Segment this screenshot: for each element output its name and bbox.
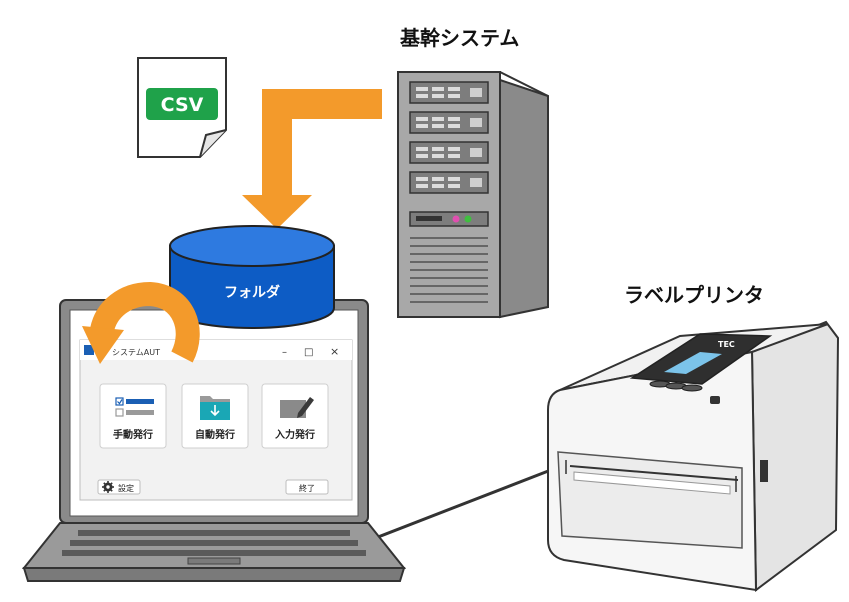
csv-label: CSV: [161, 94, 204, 116]
input-issue-button[interactable]: 入力発行: [261, 383, 329, 449]
edit-pen-icon: [280, 397, 314, 418]
manual-issue-button[interactable]: 手動発行: [99, 383, 167, 449]
gear-icon: [102, 481, 114, 493]
lcd-screen: [664, 352, 722, 374]
core-system-label: 基幹システム: [400, 26, 520, 50]
csv-badge: [146, 88, 218, 120]
label-printer-label: ラベルプリンタ: [624, 283, 764, 307]
window-title: システムAUT: [112, 348, 160, 357]
server-tower-icon: [397, 71, 549, 319]
list-icon: [115, 397, 154, 417]
exit-button[interactable]: 終了: [285, 479, 329, 495]
csv-file-icon: CSV: [137, 57, 227, 158]
folder-to-app-arrow: [82, 281, 200, 364]
folder-download-icon: [200, 396, 230, 420]
folder-database-icon: フォルダ: [169, 225, 335, 329]
auto-issue-button[interactable]: 自動発行: [181, 383, 249, 449]
app-logo-icon: [84, 345, 94, 355]
close-button[interactable]: ×: [330, 345, 339, 358]
printer-cable: [377, 466, 557, 539]
minimize-button[interactable]: –: [282, 347, 287, 358]
app-window: システムAUT – □ × 手動発行 自動発行: [79, 339, 353, 501]
settings-button[interactable]: 設定: [97, 479, 141, 495]
label-printer-icon: TEC: [547, 320, 840, 592]
server-to-folder-arrow: [242, 89, 382, 229]
printer-logo: TEC: [718, 340, 735, 349]
folder-label: フォルダ: [224, 284, 280, 301]
power-button: [710, 396, 720, 404]
manual-issue-label: 手動発行: [113, 428, 153, 441]
exit-label: 終了: [299, 483, 315, 493]
settings-label: 設定: [118, 483, 134, 493]
auto-issue-label: 自動発行: [195, 428, 235, 441]
input-issue-label: 入力発行: [275, 428, 315, 441]
maximize-button[interactable]: □: [304, 347, 313, 358]
